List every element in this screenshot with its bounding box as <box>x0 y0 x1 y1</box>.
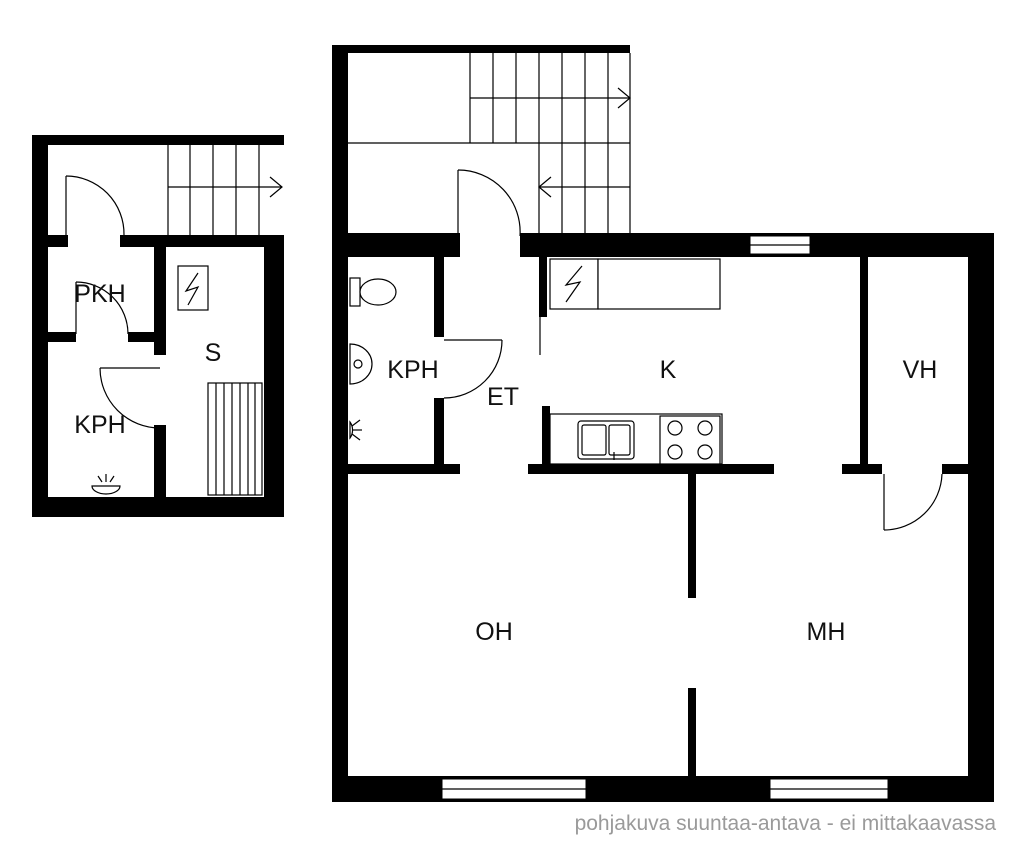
stairs <box>167 145 283 235</box>
wall <box>120 235 284 247</box>
sink-icon <box>349 343 373 385</box>
disclaimer-text: pohjakuva suuntaa-antava - ei mittakaava… <box>575 812 997 835</box>
wall <box>332 464 460 474</box>
room-label-pkh: PKH <box>74 280 125 308</box>
wall <box>32 235 68 247</box>
main-apartment <box>332 45 994 802</box>
sauna-section <box>32 135 284 517</box>
sauna-bench <box>207 382 263 496</box>
room-label-mh: MH <box>807 618 846 646</box>
door <box>99 367 161 429</box>
wall <box>332 776 994 802</box>
wall <box>154 425 166 517</box>
wall <box>128 332 164 342</box>
wall <box>688 474 696 598</box>
electrical-panel-icon <box>549 258 599 310</box>
shower-icon <box>349 419 362 441</box>
room-label-k: K <box>660 356 677 384</box>
wall <box>539 257 547 317</box>
wall <box>542 406 550 472</box>
door <box>443 339 503 399</box>
electrical-panel-icon <box>177 265 209 311</box>
stove-icon <box>659 415 721 465</box>
wall <box>32 332 76 342</box>
room-label-s: S <box>205 339 222 367</box>
wall <box>842 464 882 474</box>
door <box>457 169 521 237</box>
door <box>883 473 943 531</box>
shower-icon <box>91 474 121 495</box>
wall <box>860 257 868 469</box>
wall <box>32 135 284 145</box>
wall <box>154 235 166 355</box>
wall <box>332 233 460 257</box>
room-label-et: ET <box>487 383 519 411</box>
wall <box>332 45 348 802</box>
wall <box>332 45 630 53</box>
wall <box>968 233 994 802</box>
wall <box>688 688 696 778</box>
wall <box>434 257 444 337</box>
room-label-kph-main: KPH <box>387 356 438 384</box>
door <box>75 281 129 335</box>
wall <box>264 235 284 517</box>
wall <box>942 464 972 474</box>
room-label-kph-left: KPH <box>74 411 125 439</box>
stairs <box>348 53 631 233</box>
door <box>65 175 125 236</box>
wall <box>32 135 48 517</box>
kitchen-sink-icon <box>577 420 635 460</box>
wall <box>528 464 774 474</box>
wall <box>434 398 444 470</box>
toilet-icon <box>349 277 397 307</box>
room-label-oh: OH <box>475 618 513 646</box>
kitchen-cabinet <box>597 258 721 310</box>
room-label-vh: VH <box>903 356 938 384</box>
